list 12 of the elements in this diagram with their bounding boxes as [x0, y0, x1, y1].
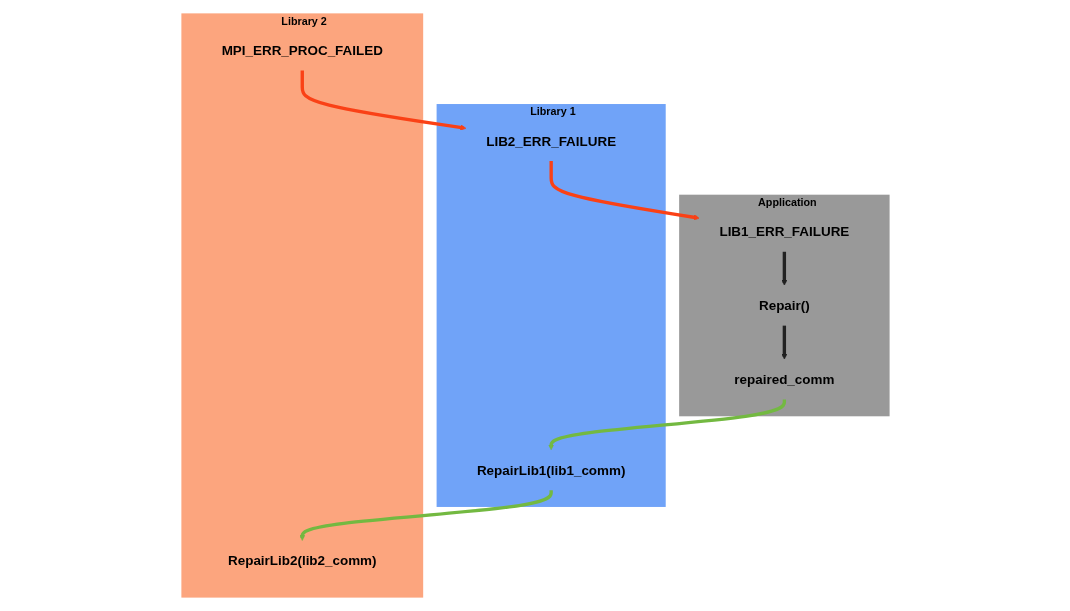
node-text: RepairLib2(lib2_comm)	[227, 553, 377, 569]
arrow	[300, 70, 466, 131]
node-text: MPI_ERR_PROC_FAILED	[221, 42, 383, 58]
node-text: LIB2_ERR_FAILURE	[485, 133, 616, 149]
arrow	[780, 251, 787, 286]
node-text: RepairLib1(lib1_comm)	[476, 462, 625, 478]
node-text: Repair()	[758, 298, 810, 313]
node-text: LIB1_ERR_FAILURE	[718, 224, 849, 240]
node-text: repaired_comm	[733, 371, 834, 387]
arrow	[780, 325, 787, 360]
arrow	[549, 161, 700, 221]
arrow	[547, 399, 786, 451]
